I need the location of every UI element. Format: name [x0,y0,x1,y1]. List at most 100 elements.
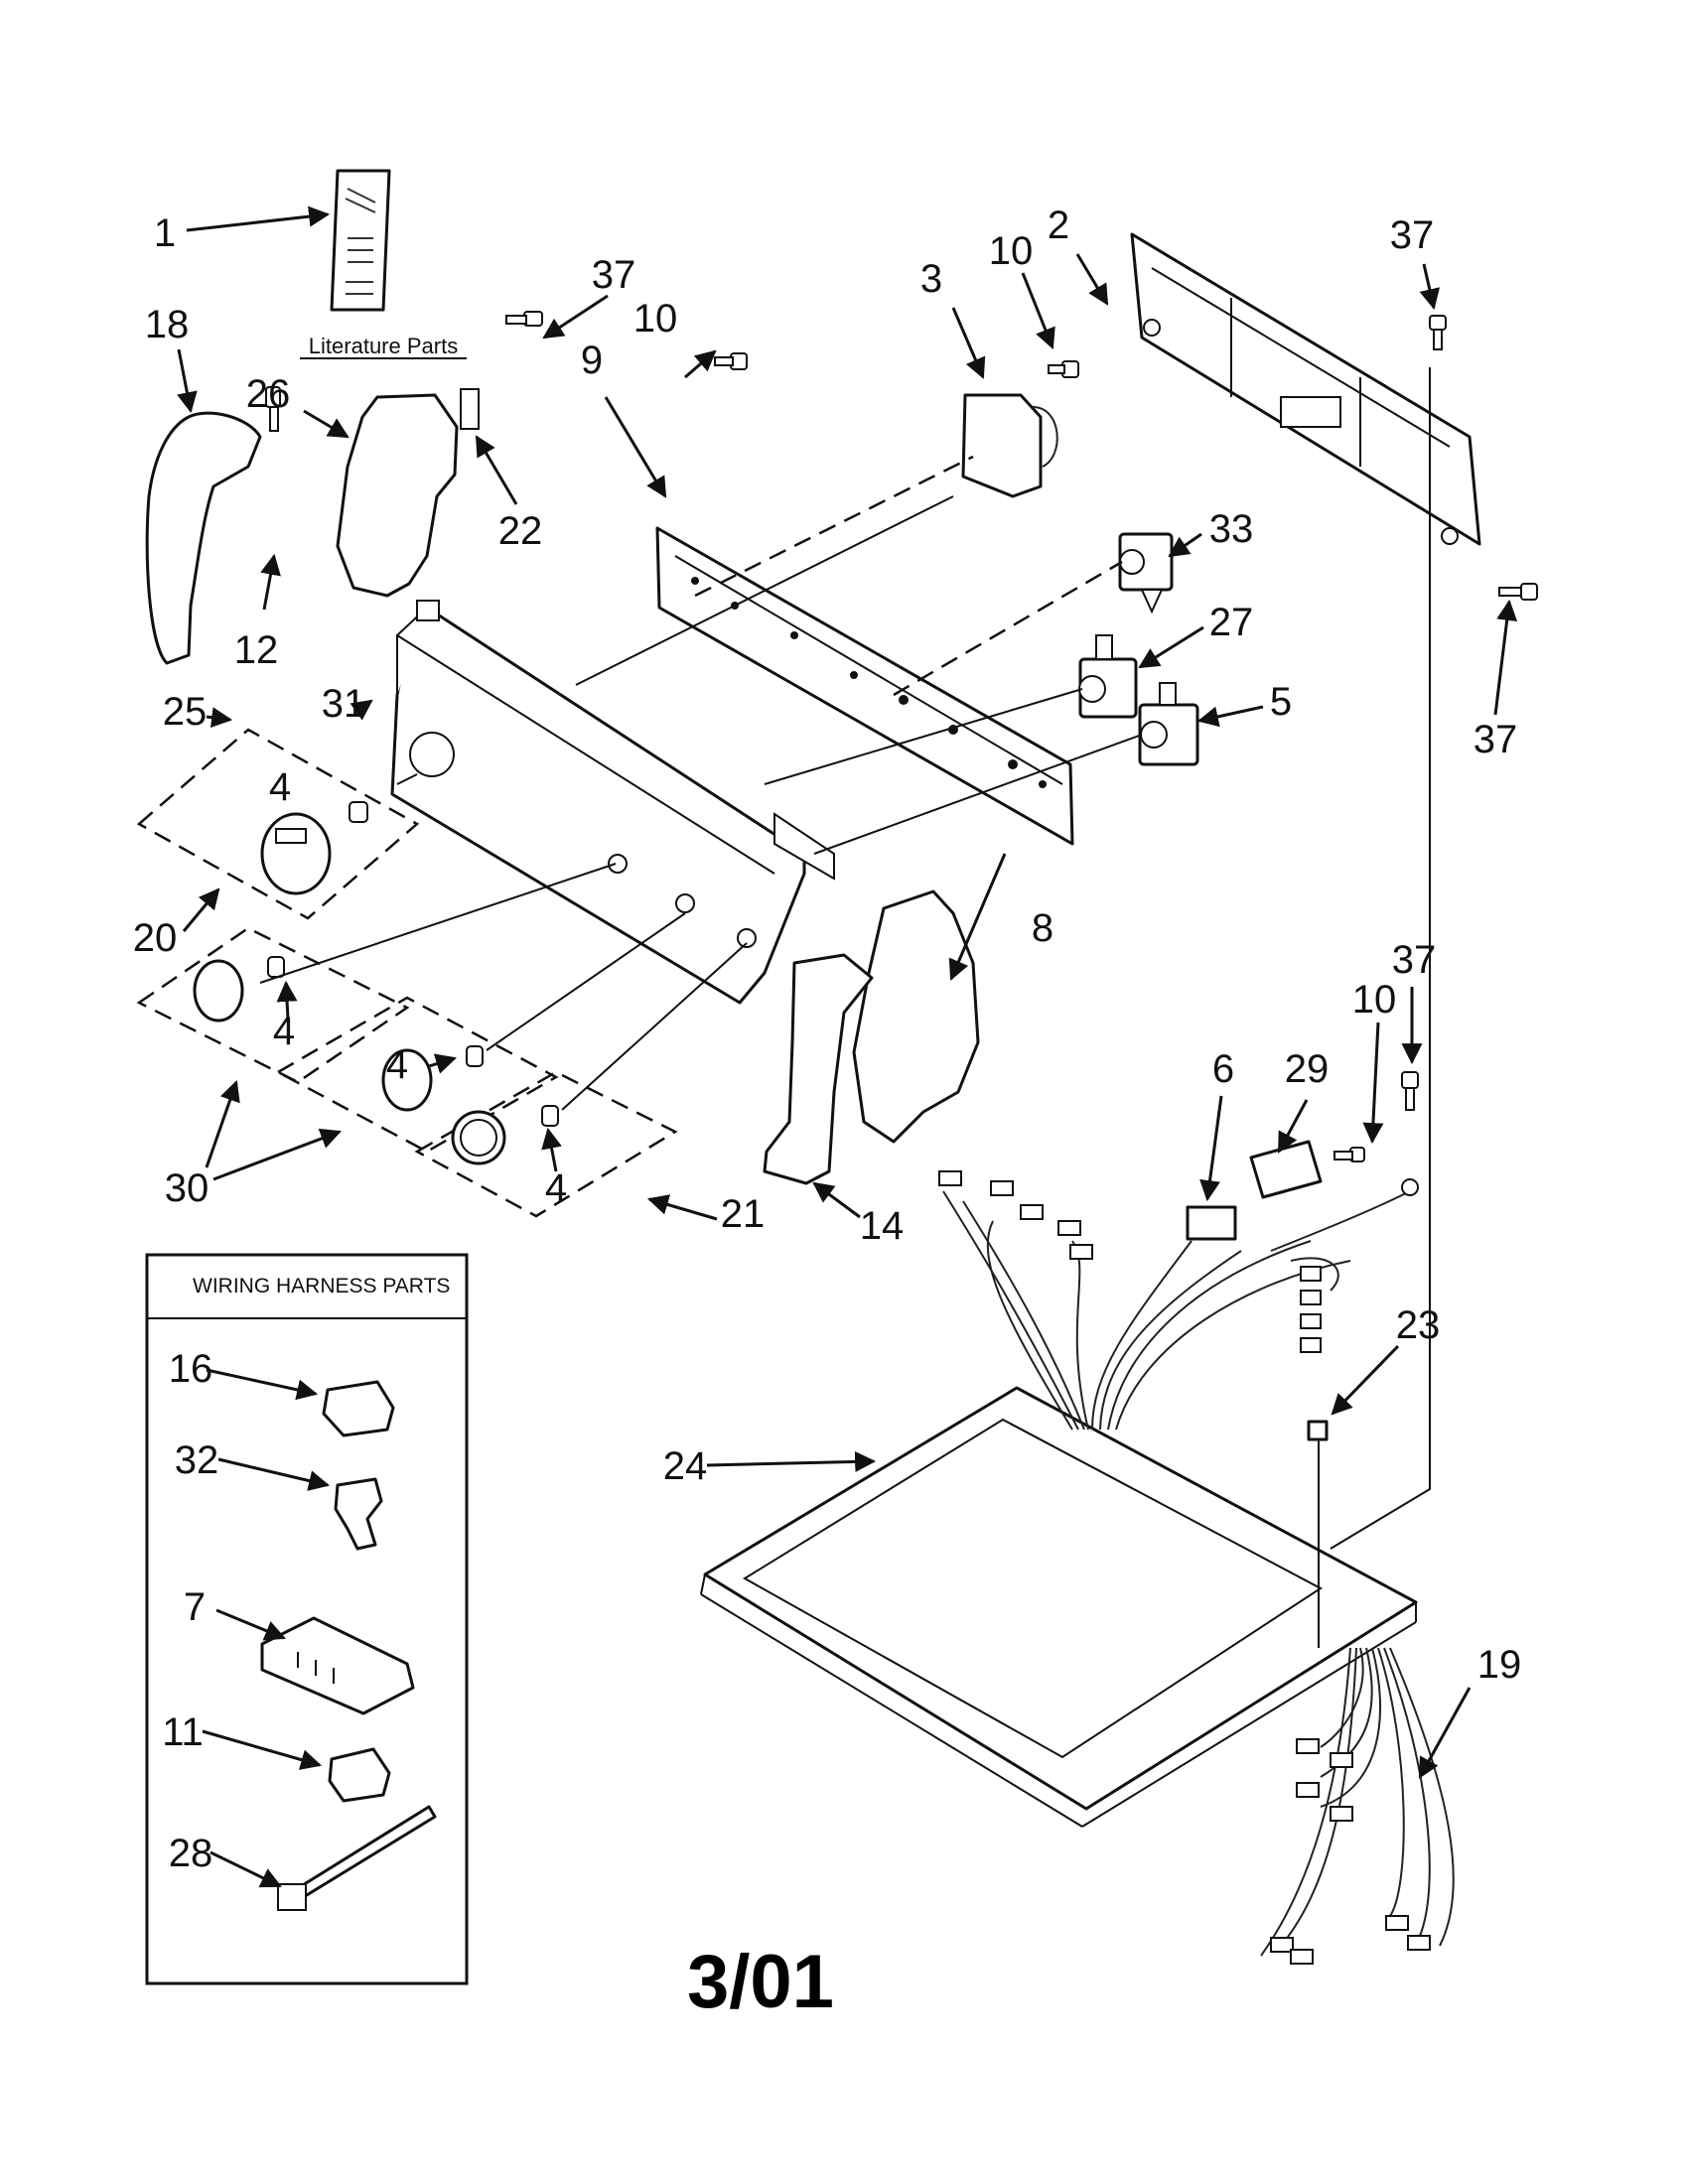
callout-37: 37 [1474,718,1518,761]
callout-19: 19 [1477,1643,1522,1687]
callout-28: 28 [169,1832,213,1875]
screw-icon [1333,1147,1365,1162]
callout-37: 37 [1390,213,1435,257]
connector-line-icon [813,734,1143,855]
callout-2: 2 [1048,204,1069,247]
wire-connector-icon [1186,1205,1237,1241]
screw-icon [714,352,748,370]
callout-3: 3 [920,257,942,301]
callout-11: 11 [162,1710,204,1754]
knob-group-20-outline-icon [136,728,420,920]
console-tab-icon [416,600,440,621]
wire-terminals-icon [1270,1738,1431,1965]
knob-spacer-icon [267,956,285,978]
callout-8: 8 [1032,906,1053,950]
top-panel-icon [700,1386,1418,1828]
callout-4: 4 [386,1043,408,1087]
callout-4: 4 [545,1166,567,1210]
small-connector-icon [328,1747,391,1803]
callout-leaders [177,205,1518,1888]
callout-32: 32 [175,1438,219,1482]
timer-icon [961,393,1058,498]
console-tab-icon [773,812,835,881]
left-bracket-icon [336,393,459,598]
bracket-edge-icon [674,555,1063,785]
revision-date: 3/01 [687,1940,834,2024]
callout-4: 4 [269,765,291,809]
literature-parts-label: Literature Parts [309,334,458,358]
connector-line-icon [561,942,748,1111]
callout-37: 37 [592,253,636,297]
dashed-leader-icon [893,560,1123,697]
console-hole-icon [737,928,757,948]
knob-spacer-icon [349,801,368,823]
callout-18: 18 [145,303,190,346]
screw-icon [1498,583,1538,601]
callout-21: 21 [721,1192,766,1236]
harness-label-icon [1249,1140,1323,1199]
wire-terminals-icon [938,1170,1419,1353]
switch-icon [1078,634,1138,719]
callout-4: 4 [273,1010,295,1053]
literature-card-icon [330,169,391,312]
callout-26: 26 [246,372,291,416]
callout-23: 23 [1396,1303,1441,1347]
control-bracket-icon [655,526,1074,846]
wiring-box-title: WIRING HARNESS PARTS [193,1275,450,1297]
push-clip-icon [334,1477,383,1551]
screw-icon [505,311,543,327]
callout-9: 9 [581,339,603,382]
knob-spacer-icon [541,1105,559,1127]
screw-icon [1048,360,1079,378]
switch-icon [1118,532,1174,614]
connector-line-icon [575,495,954,686]
knob-icon [381,1048,433,1112]
knob-icon [260,812,332,895]
dashed-leader-icon [694,455,974,598]
console-hole-icon [675,893,695,913]
console-fold-icon [396,634,775,875]
callout-29: 29 [1285,1047,1330,1091]
console-hole-icon [409,732,455,777]
knob-group-30b-outline-icon [275,996,559,1154]
callout-37: 37 [1392,938,1437,982]
connector-line-icon [486,912,686,1051]
harness-clip-icon [322,1380,395,1437]
knob-spacer-icon [466,1045,484,1067]
callout-12: 12 [234,628,279,672]
knob-group-30-outline-icon [136,926,410,1084]
right-bracket-icon [852,889,980,1144]
left-end-cap-icon [145,411,262,665]
wiring-harness-icon [942,1190,1411,1431]
clip-icon [460,388,480,430]
connector-line-icon [1330,367,1431,1550]
screw-icon [1429,315,1447,350]
callout-24: 24 [663,1444,708,1488]
callout-1: 1 [154,211,176,255]
callout-5: 5 [1270,680,1292,724]
callout-16: 16 [169,1347,213,1391]
callout-7: 7 [184,1585,206,1629]
wiring-harness-parts-box [145,1253,469,1985]
callout-10: 10 [633,297,678,341]
callout-22: 22 [498,509,543,553]
callout-10: 10 [1352,978,1397,1022]
connector-line-icon [259,863,617,984]
connector-line-icon [396,773,418,785]
switch-icon [1138,682,1199,766]
knob-group-21-outline-icon [414,1070,678,1218]
connector-housing-icon [260,1616,415,1715]
cable-tie-icon [277,1805,437,1911]
screw-icon [265,386,281,432]
lower-wiring-harness-icon [1260,1647,1455,1957]
console-hole-icon [608,854,628,874]
connector-line-icon [764,688,1083,785]
callout-30: 30 [165,1166,210,1210]
callout-33: 33 [1209,507,1254,551]
knob-icon [451,1110,506,1165]
callout-6: 6 [1212,1047,1234,1091]
callout-27: 27 [1209,601,1254,644]
callout-25: 25 [163,690,208,734]
wire-clip-icon [1307,1420,1329,1441]
